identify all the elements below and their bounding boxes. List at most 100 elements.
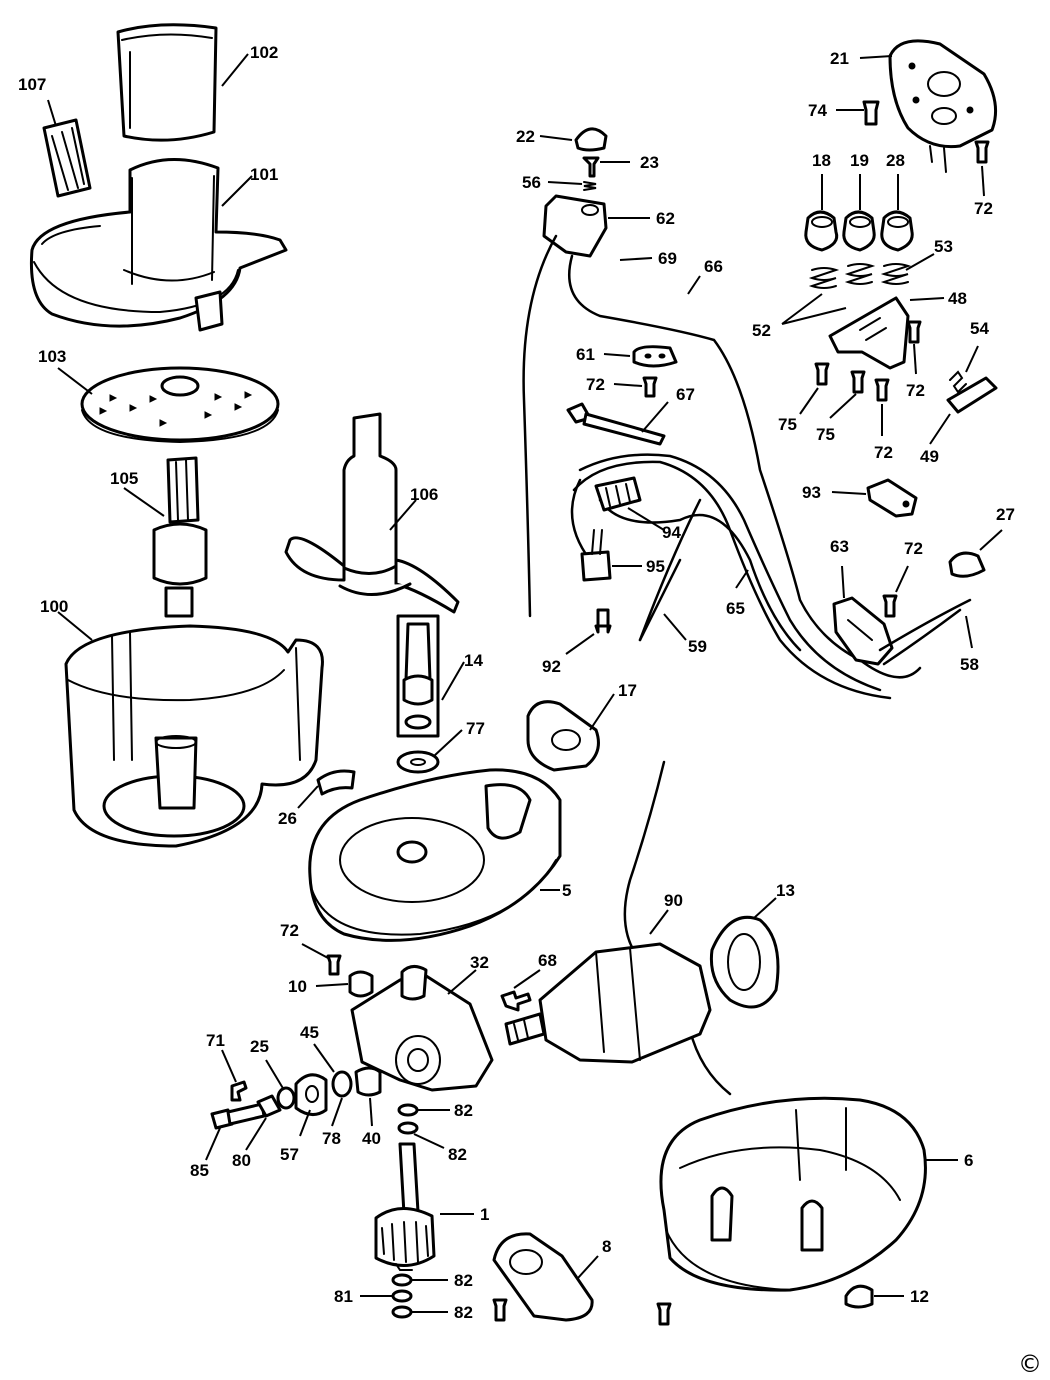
part-26-latch: [316, 769, 356, 796]
part-90-motor: [504, 942, 712, 1064]
label-94: 94: [662, 523, 681, 542]
copyright-mark: ©: [1018, 1350, 1042, 1378]
part-48-bracket: [828, 296, 910, 370]
part-94-connector: [594, 476, 642, 512]
part-58-plug: [878, 598, 972, 666]
part-100-bowl: [64, 624, 324, 848]
label-49: 49: [920, 447, 939, 466]
part-72-screw-d: [874, 378, 890, 402]
label-106: 106: [410, 485, 438, 504]
part-82-washer-c: [391, 1273, 413, 1287]
part-82-washer-b: [397, 1121, 419, 1135]
label-1: 1: [480, 1205, 489, 1224]
part-61-grommet: [632, 345, 678, 368]
part-6-base: [659, 1096, 927, 1292]
label-66: 66: [704, 257, 723, 276]
label-68: 68: [538, 951, 557, 970]
label-67: 67: [676, 385, 695, 404]
label-72b: 72: [974, 199, 993, 218]
label-14: 14: [464, 651, 483, 670]
part-40-bearing: [354, 1066, 382, 1097]
part-53-springs: [808, 263, 912, 289]
label-53: 53: [934, 237, 953, 256]
label-65: 65: [726, 599, 745, 618]
part-95-capacitor: [580, 529, 612, 582]
label-72f: 72: [280, 921, 299, 940]
label-72d: 72: [874, 443, 893, 462]
part-8-cover: [492, 1232, 594, 1322]
label-10: 10: [288, 977, 307, 996]
part-65-harness: [570, 453, 892, 700]
part-63-switch-block: [832, 596, 894, 666]
part-71-screw: [230, 1080, 248, 1102]
label-82b: 82: [448, 1145, 467, 1164]
label-23: 23: [640, 153, 659, 172]
part-72-screw-b: [974, 140, 990, 164]
part-62-switch: [542, 194, 608, 258]
label-25: 25: [250, 1037, 269, 1056]
label-52: 52: [752, 321, 771, 340]
part-68-screw: [500, 990, 532, 1012]
label-18: 18: [812, 151, 831, 170]
part-22-knob: [574, 127, 608, 152]
part-72-screw-a: [642, 376, 658, 398]
part-21-panel: [888, 39, 998, 173]
part-78-ring: [331, 1070, 353, 1098]
part-27-cap: [948, 551, 986, 578]
part-59-wire: [638, 558, 682, 642]
part-107-clip: [42, 118, 92, 198]
part-54-spring: [949, 370, 967, 394]
label-78: 78: [322, 1129, 341, 1148]
part-28-button: [880, 210, 914, 252]
label-21: 21: [830, 49, 849, 68]
part-77-washer: [396, 750, 440, 774]
part-82-washer-a: [397, 1103, 419, 1117]
part-labels: 102 107 101 103 105 106 100 14 77 26 5 1…: [18, 43, 1015, 1322]
part-85-bolt: [210, 1102, 266, 1130]
part-12-foot: [844, 1284, 874, 1309]
label-26: 26: [278, 809, 297, 828]
label-54: 54: [970, 319, 989, 338]
part-25-washer: [276, 1086, 296, 1110]
label-57: 57: [280, 1145, 299, 1164]
label-19: 19: [850, 151, 869, 170]
part-105-spindle: [152, 456, 208, 618]
part-80-nut: [256, 1094, 282, 1118]
label-80: 80: [232, 1151, 251, 1170]
label-72e: 72: [904, 539, 923, 558]
label-85: 85: [190, 1161, 209, 1180]
part-17-gasket: [526, 700, 600, 772]
part-93-plate: [866, 478, 918, 518]
part-81-washer: [391, 1289, 413, 1303]
label-77: 77: [466, 719, 485, 738]
part-19-button: [842, 210, 876, 252]
part-103-disc: [80, 366, 280, 444]
label-82c: 82: [454, 1271, 473, 1290]
label-22: 22: [516, 127, 535, 146]
part-18-button: [804, 210, 839, 252]
label-32: 32: [470, 953, 489, 972]
part-23-screw: [582, 156, 600, 178]
label-45: 45: [300, 1023, 319, 1042]
label-40: 40: [362, 1129, 381, 1148]
label-27: 27: [996, 505, 1015, 524]
leader-lines: [47, 53, 1003, 1313]
label-8: 8: [602, 1237, 611, 1256]
label-75b: 75: [816, 425, 835, 444]
part-92-screw: [594, 608, 612, 634]
label-81: 81: [334, 1287, 353, 1306]
part-101-lid: [29, 158, 288, 332]
part-72-screw-f: [326, 954, 342, 976]
label-105: 105: [110, 469, 138, 488]
label-72c: 72: [906, 381, 925, 400]
label-28: 28: [886, 151, 905, 170]
label-100: 100: [40, 597, 68, 616]
label-103: 103: [38, 347, 66, 366]
part-72-screw-e: [882, 594, 898, 618]
part-72-screw-c: [906, 320, 922, 344]
label-82d: 82: [454, 1303, 473, 1322]
label-72a: 72: [586, 375, 605, 394]
label-63: 63: [830, 537, 849, 556]
part-57-pulley: [294, 1073, 328, 1116]
